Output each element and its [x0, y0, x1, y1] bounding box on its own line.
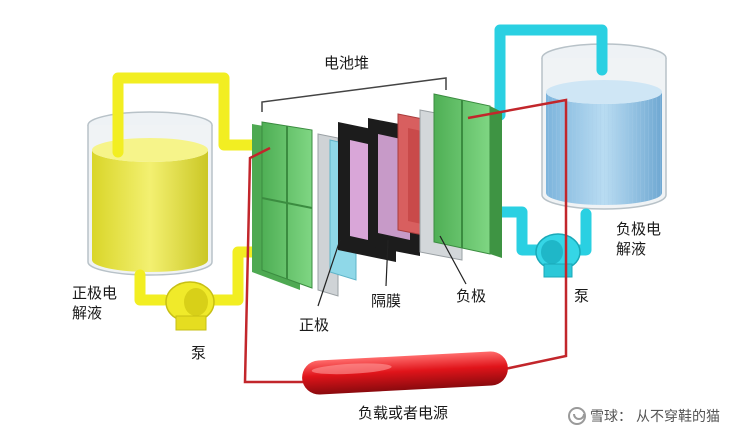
watermark: 雪球： 从不穿鞋的猫: [568, 406, 720, 426]
watermark-brand: 雪球：: [590, 409, 632, 425]
negative-electrode-label: 负极: [456, 287, 487, 305]
positive-electrode-label: 正极: [299, 316, 330, 334]
stack-bracket: [261, 77, 447, 112]
membrane-label: 隔膜: [371, 292, 402, 310]
positive-electrolyte-label-line2: 解液: [72, 304, 103, 322]
right-pump: [535, 233, 581, 278]
negative-electrolyte-label-line1: 负极电: [616, 220, 662, 238]
positive-electrolyte-tank: [87, 111, 213, 276]
external-circuit: [243, 98, 568, 384]
right-pump-label: 泵: [574, 287, 590, 305]
positive-electrolyte-label-line1: 正极电: [72, 284, 118, 302]
left-pump-label: 泵: [191, 344, 207, 362]
watermark-author: 从不穿鞋的猫: [636, 409, 720, 425]
negative-electrolyte-tank: [541, 43, 667, 210]
leader-lines: [317, 235, 467, 307]
positive-electrolyte-pipes: [112, 72, 268, 306]
xueqiu-logo-icon: [568, 407, 586, 425]
negative-electrolyte-label-line2: 解液: [616, 240, 647, 258]
load-or-power-source: [302, 351, 508, 395]
left-pump: [165, 281, 215, 331]
cell-stack: [252, 93, 502, 297]
load-label: 负载或者电源: [358, 404, 449, 422]
stack-label: 电池堆: [324, 54, 370, 72]
